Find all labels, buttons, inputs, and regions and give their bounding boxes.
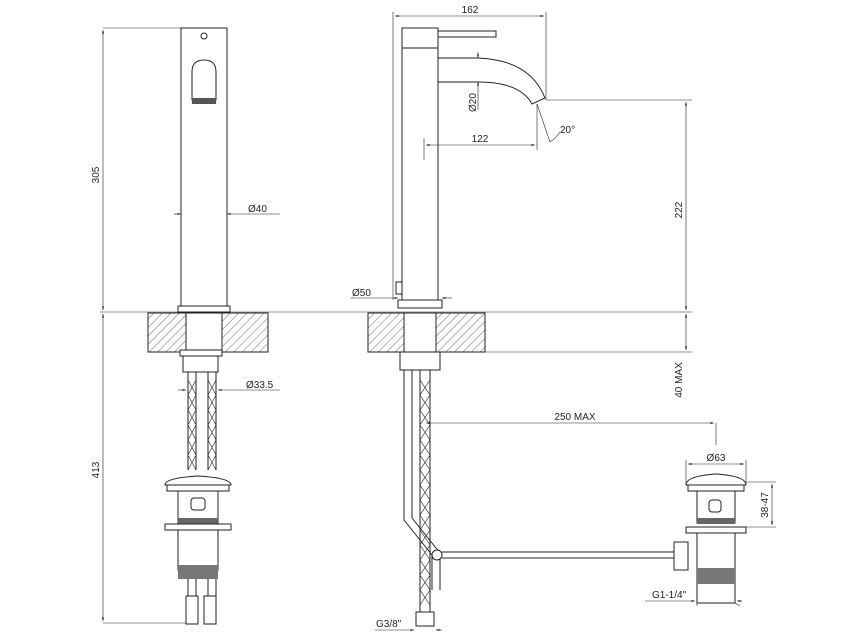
dim-drain-cap-diameter: Ø63 — [707, 453, 726, 464]
dim-spout-diameter: Ø20 — [468, 93, 479, 112]
dim-body-diameter: Ø40 — [248, 204, 267, 215]
dim-spout-height: 222 — [674, 201, 685, 218]
dim-lower-height: 413 — [91, 461, 102, 478]
dim-total-width: 162 — [462, 5, 479, 16]
faucet-body-side — [401, 47, 439, 301]
dim-spout-angle: 20° — [560, 125, 575, 136]
dim-body-height: 305 — [91, 166, 102, 183]
dim-spout-reach: 122 — [472, 134, 489, 145]
front-view: 305 413 Ø40 Ø33.5 — [91, 27, 280, 625]
faucet-body-front — [180, 27, 228, 309]
dim-max-deck: 40 MAX — [674, 362, 685, 398]
dim-base-diameter: Ø50 — [352, 288, 371, 299]
dim-drain-thread: G1-1/4" — [652, 590, 687, 601]
side-view: 162 Ø20 122 20° 222 40 MAX Ø50 250 MAX Ø… — [350, 5, 776, 632]
dim-drain-range: 38-47 — [760, 492, 771, 518]
dim-shank-diameter: Ø33.5 — [246, 380, 274, 391]
dim-hose-thread: G3/8" — [376, 619, 402, 630]
dim-max-drain-distance: 250 MAX — [554, 412, 595, 423]
